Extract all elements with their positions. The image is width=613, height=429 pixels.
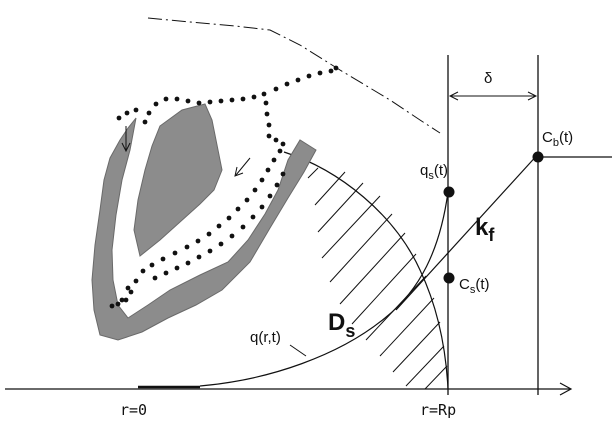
delta-label: δ <box>484 70 492 87</box>
qs-label: qs(t) <box>420 162 448 182</box>
flow-arrows <box>121 126 251 177</box>
cb-point <box>532 151 544 163</box>
cs-point <box>443 272 455 284</box>
r-axis <box>5 382 573 396</box>
inner-core-gray <box>133 103 223 257</box>
kf-label: kf <box>475 214 495 245</box>
ds-label: Ds <box>328 309 355 341</box>
cs-label: Cs(t) <box>459 276 490 296</box>
pore-wall-gray <box>91 117 317 341</box>
cb-label: Cb(t) <box>542 129 573 149</box>
qrt-label: q(r,t) <box>250 329 281 346</box>
origin-label: r=0 <box>120 401 147 419</box>
particle-radius-label: r=Rp <box>420 401 456 419</box>
film-layer <box>447 55 612 395</box>
dotted-pore-boundary <box>109 65 339 309</box>
kf-film-line <box>395 151 541 311</box>
hatching <box>307 167 448 390</box>
outer-boundary-dashdot <box>147 17 441 134</box>
particle-surface-arc <box>283 151 449 390</box>
qrt-leader <box>289 344 307 357</box>
concentration-profile-curve <box>199 191 449 387</box>
delta-dimension-arrow <box>448 91 538 101</box>
qs-point <box>443 186 455 198</box>
